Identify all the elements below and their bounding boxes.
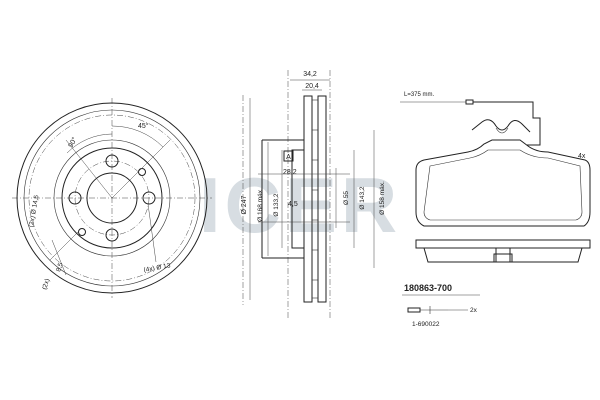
spring-clip — [471, 119, 531, 133]
offset-label: 4,5 — [288, 201, 298, 208]
reference-marker-box — [283, 150, 294, 162]
accessory-code: 1-690022 — [412, 321, 440, 328]
brand-watermark: ICER — [199, 161, 401, 249]
disc-front-view: 45° 90° (2x) Ø 14,5 (4x) Ø 13 8,5 (2x) — [12, 98, 212, 298]
thickness-label: 20,4 — [305, 83, 319, 90]
holes-13-label: (4x) Ø 13 — [143, 262, 171, 274]
bolt-hole — [68, 191, 82, 205]
diameter-158-max-label: Ø 158 máx. — [379, 181, 386, 215]
wire-length-label: L=375 mm. — [404, 92, 435, 98]
kit-code: 180863-700 — [404, 283, 452, 293]
disc-section-view: 34,2 20,4 A 28,2 4,5 Ø 247 Ø 168 máx. — [241, 70, 386, 320]
holes-14-5-label: (2x) Ø 14,5 — [28, 194, 41, 228]
diameter-247-label: Ø 247 — [241, 195, 248, 214]
dim-8-5-label: 8,5 — [55, 261, 65, 272]
angle-45-label: 45° — [138, 122, 149, 130]
reference-marker-label: A — [286, 154, 291, 161]
accessory-quantity: 2x — [470, 307, 478, 314]
angle-90-label: 90° — [67, 136, 79, 149]
kit-reference: 180863-700 2x 1-690022 — [402, 283, 480, 328]
pad-quantity-label: 4x — [578, 153, 586, 160]
sensor-connector — [465, 99, 474, 105]
pad-backing-plate — [415, 239, 591, 249]
diameter-143-2-label: Ø 143,2 — [359, 186, 366, 210]
locating-hole — [138, 168, 146, 176]
bolt-hole — [105, 154, 119, 168]
min-thickness-label: 28,2 — [283, 169, 297, 176]
bolt-hole — [105, 228, 119, 242]
locating-hole — [78, 228, 86, 236]
brake-pad-outline — [415, 139, 591, 227]
holes-bottom-label: (2x) — [41, 278, 51, 291]
diameter-168-max-label: Ø 168 máx. — [257, 188, 264, 222]
bolt-hole — [142, 191, 156, 205]
total-width-label: 34,2 — [303, 71, 317, 78]
diameter-55-label: Ø 55 — [343, 191, 350, 205]
diameter-133-2-label: Ø 133,2 — [273, 193, 280, 217]
brake-pad-view: L=375 mm. 4x — [400, 92, 591, 263]
accessory-clip-icon — [407, 307, 421, 313]
